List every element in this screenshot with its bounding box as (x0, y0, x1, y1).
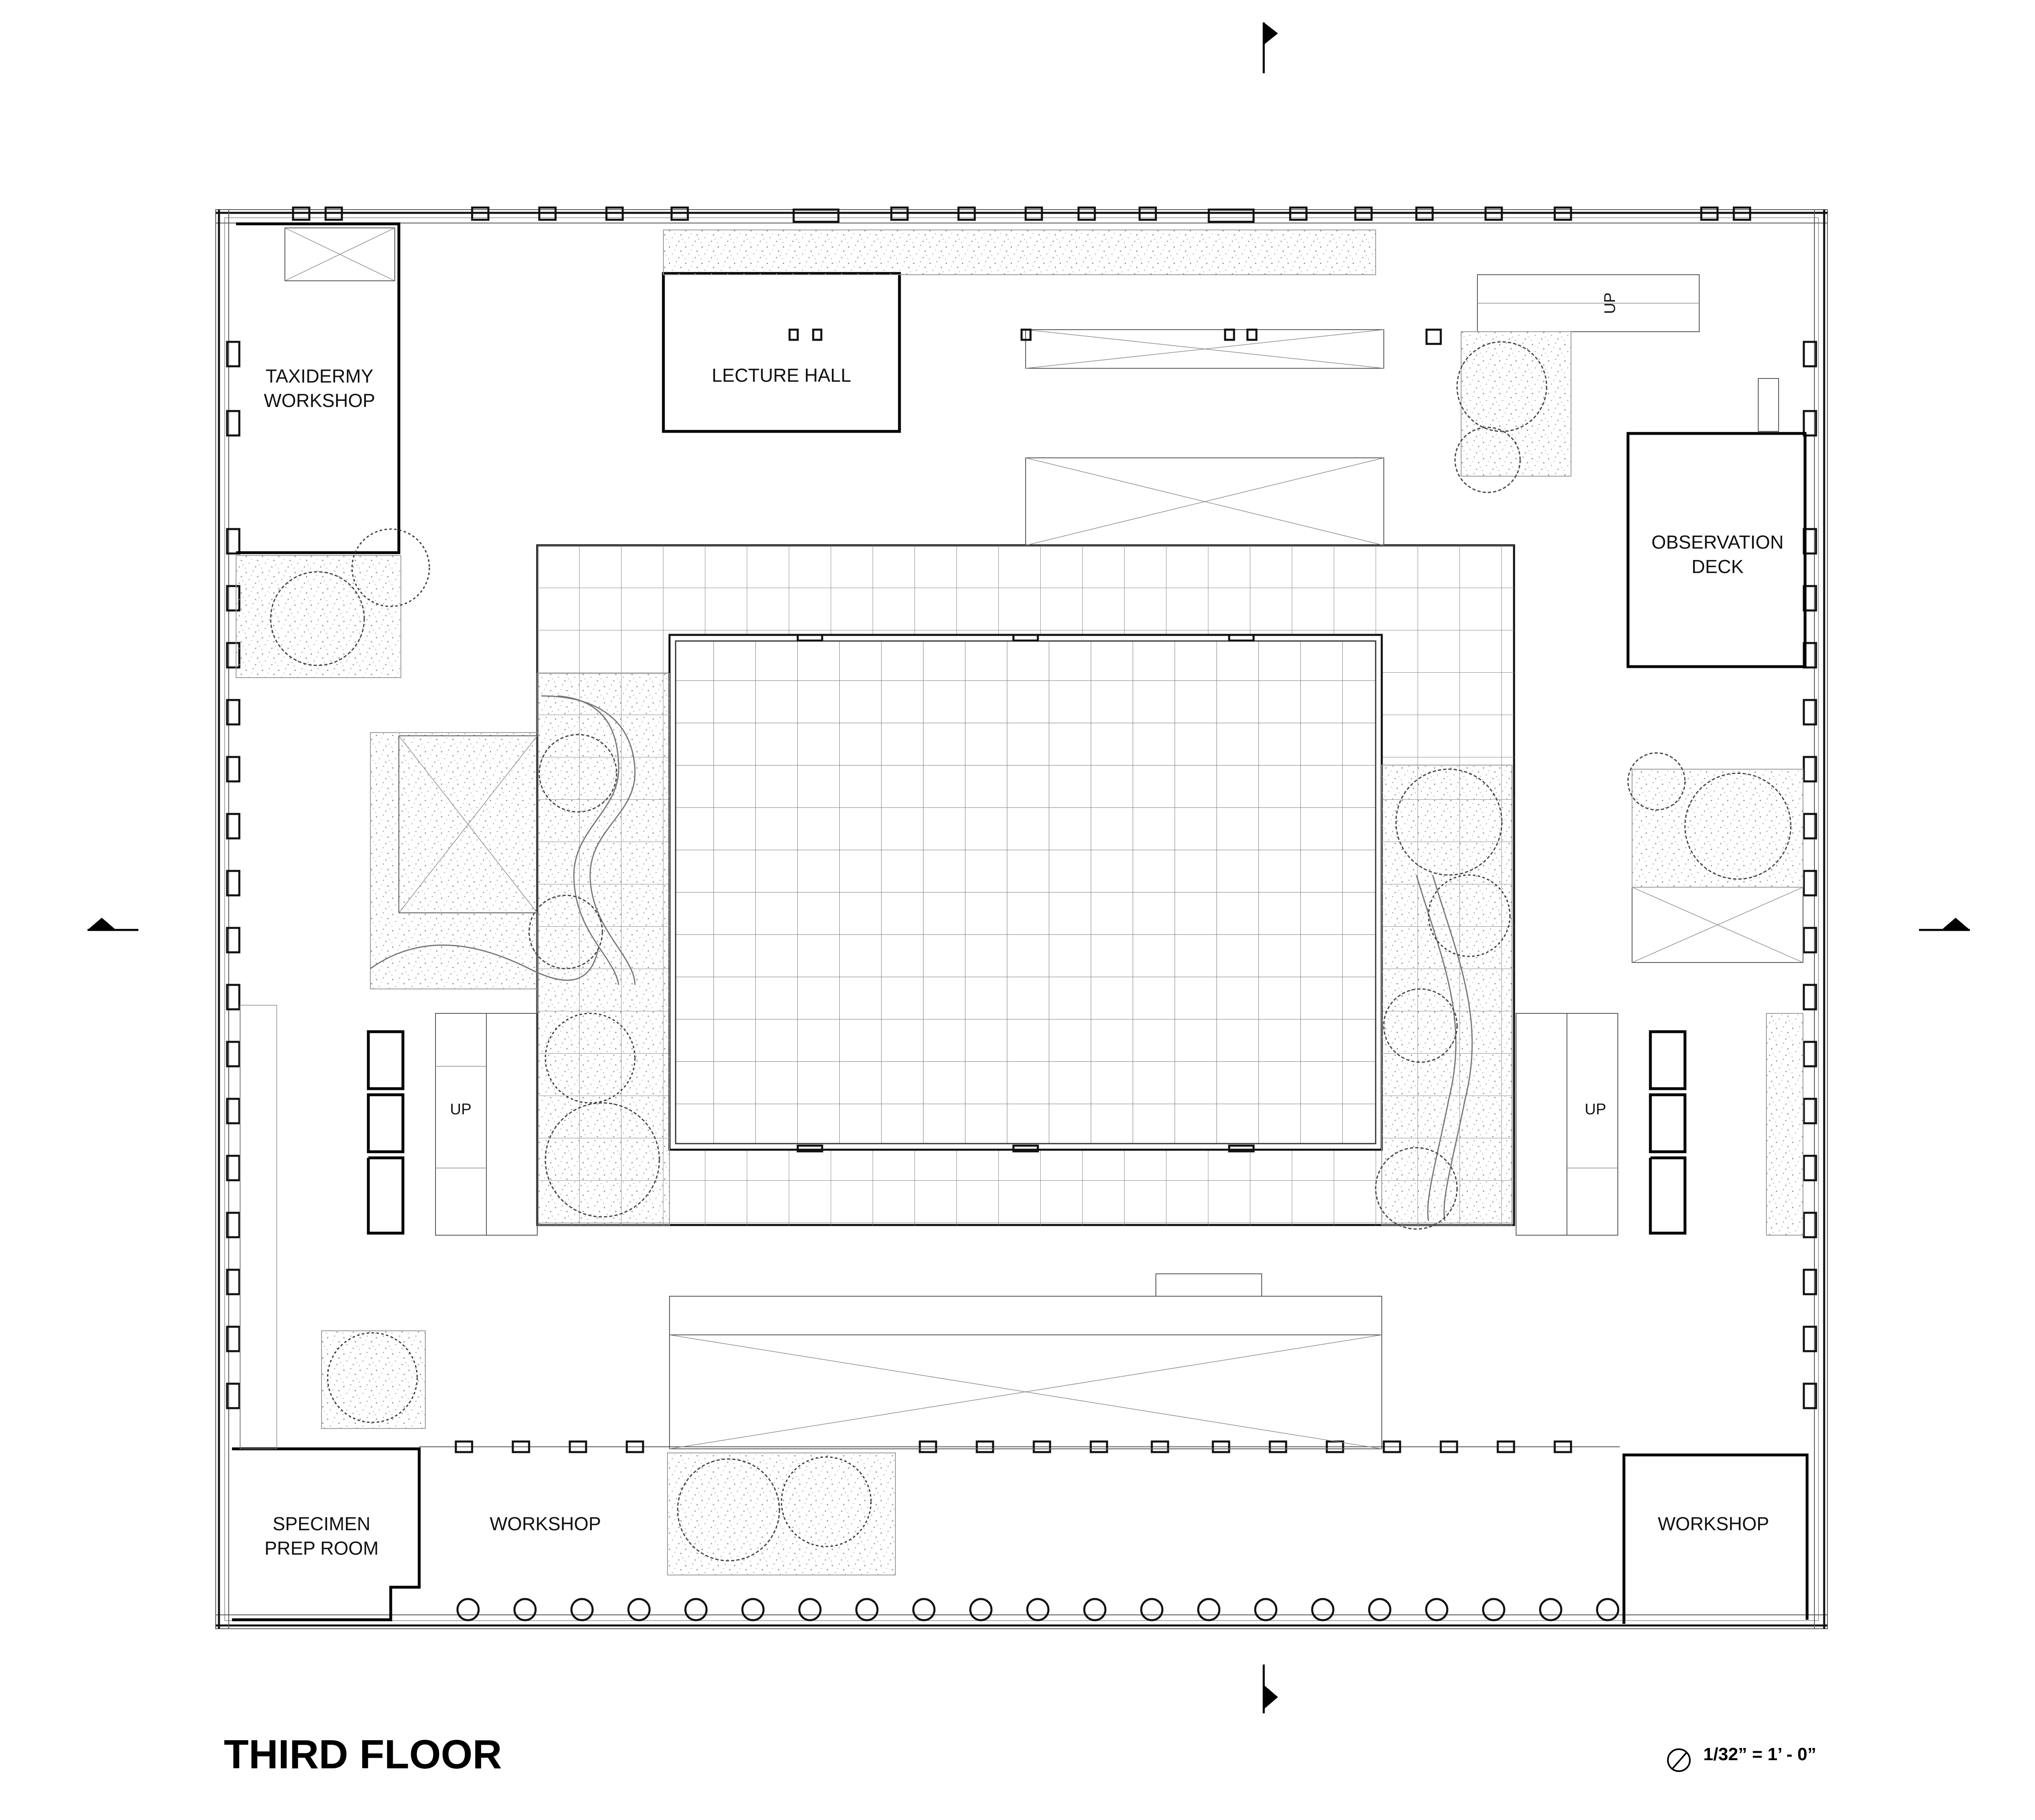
taxidermy-workshop-room (236, 222, 400, 554)
south-colonnade (456, 1598, 1619, 1621)
east-stair-up-label: UP (1585, 1101, 1606, 1118)
outer-wall (215, 209, 1828, 1629)
taxidermy-workshop-label: TAXIDERMY (266, 365, 374, 387)
taxidermy-workshop-label-2: WORKSHOP (264, 390, 375, 411)
specimen-prep-label: SPECIMEN (273, 1513, 370, 1534)
east-stair-core (1516, 769, 1803, 1236)
west-garden (370, 673, 670, 1225)
north-pilasters (292, 206, 1751, 223)
observation-deck-label: OBSERVATION (1652, 532, 1784, 553)
east-garden (1381, 765, 1512, 1225)
north-east-stair-up-label: UP (1602, 293, 1619, 314)
north-arrow-icon (1667, 1748, 1691, 1772)
central-courtyard (536, 544, 1515, 1226)
scale-label: 1/32” = 1’ - 0” (1703, 1744, 1816, 1764)
drawing-title: THIRD FLOOR (224, 1732, 502, 1777)
workshop-right-label: WORKSHOP (1658, 1513, 1769, 1534)
south-interior-columns (419, 1440, 1620, 1453)
west-stair-core (240, 1005, 538, 1449)
north-skylights (663, 230, 1442, 546)
trees (270, 341, 1792, 1562)
south-skylights (321, 1273, 1382, 1575)
specimen-prep-label-2: PREP ROOM (265, 1538, 379, 1559)
workshop-center-label: WORKSHOP (490, 1513, 601, 1534)
section-markers (88, 22, 1970, 1713)
specimen-prep-room (232, 1447, 421, 1621)
side-pilasters (226, 341, 1817, 1409)
lecture-hall-label: LECTURE HALL (712, 365, 851, 386)
observation-deck-label-2: DECK (1691, 556, 1744, 577)
west-stair-up-label: UP (450, 1101, 472, 1118)
north-east-stair (1461, 274, 1779, 477)
west-planter (236, 555, 401, 678)
lecture-hall-room (662, 272, 901, 433)
observation-deck-room (1626, 432, 1807, 668)
workshop-right-room (1622, 1453, 1809, 1624)
